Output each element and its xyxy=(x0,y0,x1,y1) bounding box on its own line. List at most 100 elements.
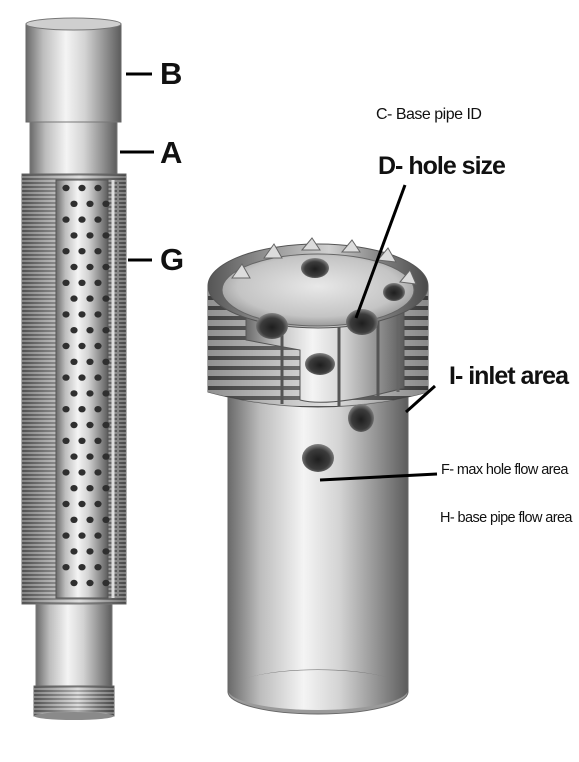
perforation-hole xyxy=(86,516,94,523)
label-a: A xyxy=(160,135,183,170)
perforation-hole xyxy=(70,327,78,334)
perforation-hole xyxy=(102,295,110,302)
perforation-hole xyxy=(62,342,70,350)
perforation-hole xyxy=(78,500,86,508)
perforation-hole xyxy=(78,532,86,539)
perforation-hole xyxy=(102,516,110,523)
perforation-hole xyxy=(94,406,102,413)
perforation-hole xyxy=(86,453,94,460)
perforation-hole xyxy=(102,200,110,207)
perforation-hole xyxy=(70,421,78,429)
perforation-hole xyxy=(86,263,94,271)
perforation-hole xyxy=(70,263,78,271)
lower-pipe xyxy=(35,603,113,687)
perforation-hole xyxy=(94,532,102,539)
perforation-hole xyxy=(102,327,110,334)
leader-f xyxy=(319,472,438,482)
perforation-hole xyxy=(86,200,94,207)
perforation-hole xyxy=(62,564,70,571)
perforation-hole xyxy=(70,295,78,302)
label-d: D- hole size xyxy=(378,152,506,180)
perforation-hole xyxy=(94,279,102,286)
label-i: I- inlet area xyxy=(449,362,569,390)
perforation-hole xyxy=(62,406,70,413)
base-pipe-section xyxy=(29,121,118,175)
perforation-hole xyxy=(94,311,102,318)
leader-i xyxy=(404,384,437,414)
perforation-hole xyxy=(70,358,78,365)
perforation-holes xyxy=(62,184,110,587)
perforation-hole xyxy=(70,516,78,523)
perforation-hole xyxy=(62,184,70,192)
perforation-hole xyxy=(62,469,70,476)
hole-top xyxy=(301,258,329,278)
cutaway-screen xyxy=(207,237,429,715)
perforation-hole xyxy=(78,342,86,350)
perforation-hole xyxy=(86,421,94,429)
perforation-hole xyxy=(78,248,86,255)
perforation-hole xyxy=(62,248,70,255)
cutaway-base-pipe xyxy=(227,391,409,693)
perforation-hole xyxy=(94,248,102,255)
perforation-hole xyxy=(86,548,94,555)
label-c: C- Base pipe ID xyxy=(376,106,482,123)
perforation-hole xyxy=(94,500,102,508)
perforation-hole xyxy=(86,295,94,302)
perforation-hole xyxy=(86,327,94,334)
perforation-hole xyxy=(62,532,70,539)
perforation-hole xyxy=(86,358,94,365)
perforation-hole xyxy=(102,548,110,555)
leader-d xyxy=(354,184,407,319)
perforation-hole xyxy=(78,279,86,286)
perforation-hole xyxy=(78,216,86,223)
label-g: G xyxy=(160,242,185,277)
perforation-hole xyxy=(78,184,86,192)
perforation-hole xyxy=(94,374,102,381)
perforation-hole xyxy=(102,421,110,429)
label-f: F- max hole flow area xyxy=(441,462,568,478)
perforation-hole xyxy=(62,279,70,286)
perforation-hole xyxy=(78,437,86,444)
perforation-hole xyxy=(94,469,102,476)
perforation-hole xyxy=(86,390,94,397)
perforation-hole xyxy=(86,579,94,587)
perforation-hole xyxy=(78,406,86,413)
perforation-hole xyxy=(70,548,78,555)
perforation-hole xyxy=(94,216,102,223)
perforation-hole xyxy=(70,579,78,587)
hole-left xyxy=(256,313,288,339)
hole-lower xyxy=(348,404,374,432)
perforation-hole xyxy=(78,564,86,571)
perforation-hole xyxy=(102,485,110,492)
perforation-hole xyxy=(102,453,110,460)
perforation-hole xyxy=(78,311,86,318)
perforation-hole xyxy=(102,358,110,365)
perforation-hole xyxy=(94,564,102,571)
perforation-hole xyxy=(78,469,86,476)
hole-center xyxy=(305,353,335,375)
perforation-hole xyxy=(70,232,78,239)
perforation-hole xyxy=(102,263,110,271)
perforation-hole xyxy=(70,390,78,397)
perforation-hole xyxy=(62,500,70,508)
pipe-end-face xyxy=(221,253,415,327)
perforation-hole xyxy=(62,437,70,444)
perforation-hole xyxy=(94,342,102,350)
perforation-hole xyxy=(102,390,110,397)
hole-f xyxy=(302,444,334,472)
perforation-hole xyxy=(102,232,110,239)
perforation-hole xyxy=(70,200,78,207)
hole-d xyxy=(346,309,378,335)
perforation-hole xyxy=(94,184,102,192)
perforation-hole xyxy=(62,311,70,318)
perforation-hole xyxy=(70,485,78,492)
perforation-hole xyxy=(86,485,94,492)
label-b: B xyxy=(160,56,183,91)
perforation-hole xyxy=(94,437,102,444)
perforation-hole xyxy=(102,579,110,587)
perforation-hole xyxy=(78,374,86,381)
perforation-hole xyxy=(86,232,94,239)
label-h: H- base pipe flow area xyxy=(440,510,572,526)
perforation-hole xyxy=(70,453,78,460)
